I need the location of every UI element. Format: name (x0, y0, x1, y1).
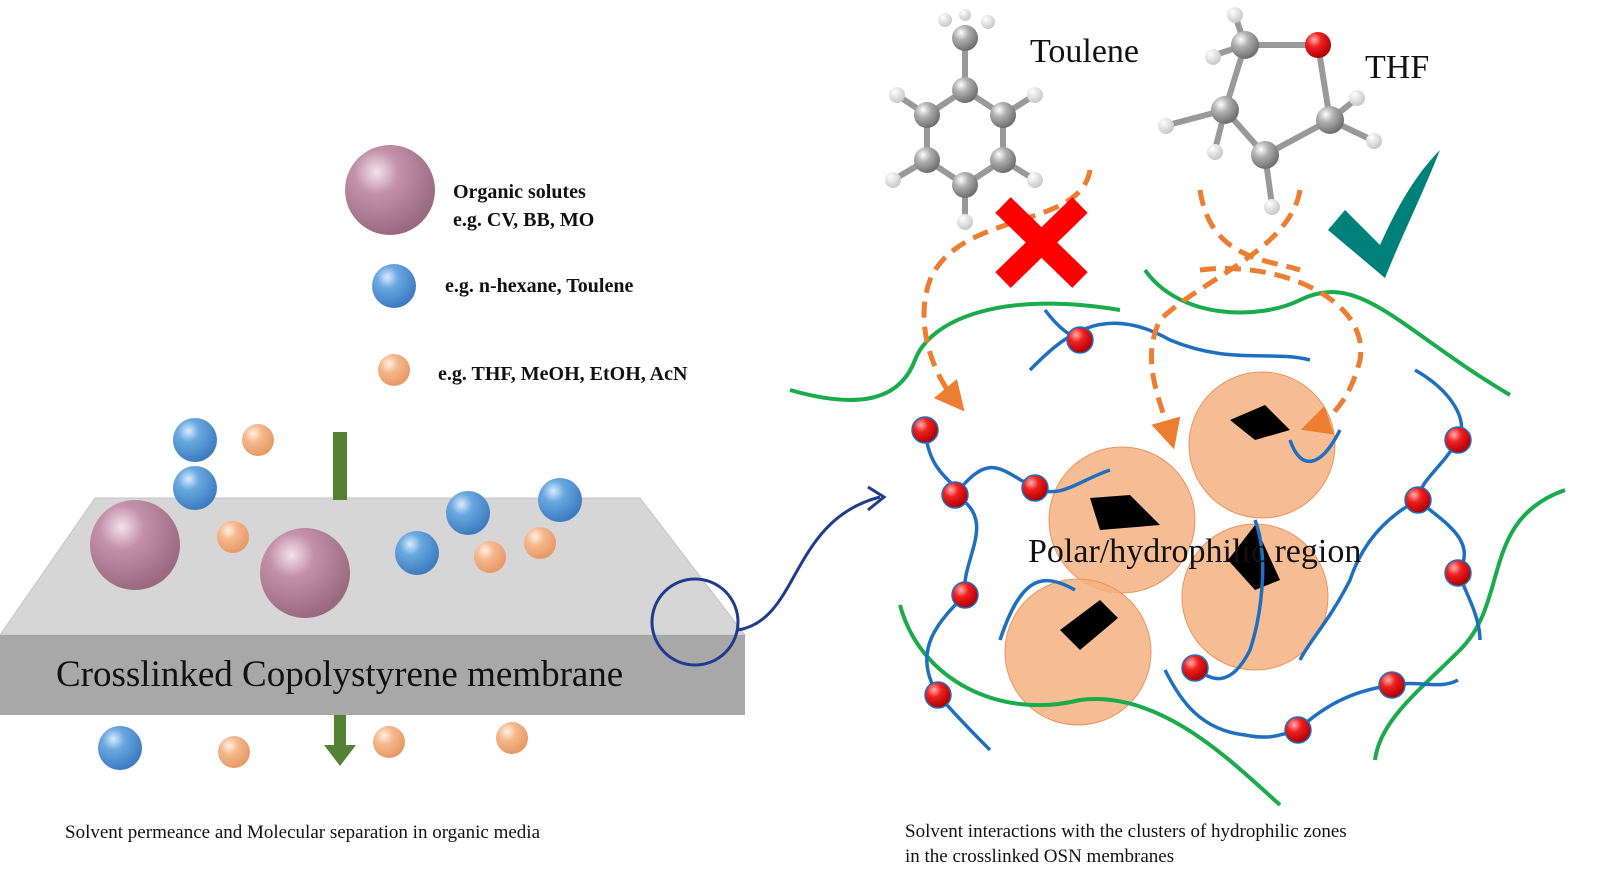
solute-sphere-icon (345, 145, 435, 235)
membrane: Crosslinked Copolystyrene membrane (0, 497, 747, 715)
thf-label: THF (1365, 49, 1429, 86)
legend-nonpolar: e.g. n-hexane, Toulene (445, 275, 633, 297)
particles (90, 418, 582, 770)
legend-polar: e.g. THF, MeOH, EtOH, AcN (438, 363, 688, 385)
teal-check-icon (1328, 150, 1440, 278)
membrane-label: Crosslinked Copolystyrene membrane (56, 654, 623, 695)
nonpolar-solvent-icon (372, 264, 416, 308)
legend: Organic solutes e.g. CV, BB, MO e.g. n-h… (345, 145, 688, 386)
crosslink-points (911, 326, 1472, 744)
legend-solutes: Organic solutes (453, 181, 586, 203)
toluene-molecule-icon (885, 9, 1043, 230)
left-caption: Solvent permeance and Molecular separati… (65, 822, 541, 843)
legend-solutes-examples: e.g. CV, BB, MO (453, 209, 594, 231)
toluene-label: Toulene (1030, 33, 1139, 70)
right-caption-line1: Solvent interactions with the clusters o… (905, 821, 1347, 842)
zoom-callout (650, 485, 887, 667)
permeate-arrow-icon (324, 715, 356, 766)
solvent-paths (921, 169, 1364, 450)
red-cross-icon (995, 197, 1088, 288)
thf-molecule-icon (1158, 7, 1382, 215)
region-label: Polar/hydrophilic region (1028, 533, 1361, 570)
feed-arrow-icon (333, 432, 347, 500)
right-caption-line2: in the crosslinked OSN membranes (905, 846, 1174, 867)
polar-arrows (1060, 405, 1290, 650)
polar-solvent-icon (378, 354, 410, 386)
polymer-backbone-green (789, 268, 1566, 807)
